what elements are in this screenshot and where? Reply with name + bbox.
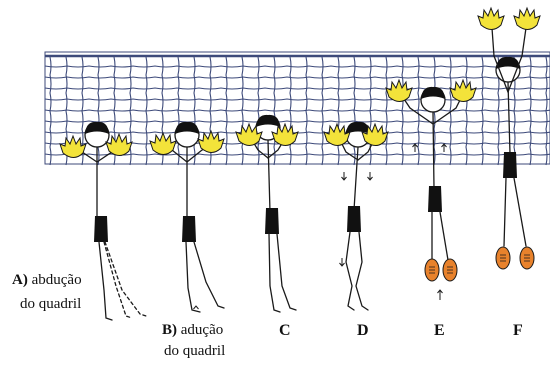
label-c: C <box>279 322 291 339</box>
player-b-shorts <box>182 216 196 242</box>
player-b-right-leg <box>194 242 224 308</box>
player-b-left-glove <box>150 133 176 155</box>
player-d-arrow-right <box>368 172 373 180</box>
player-d-arrow-leg <box>340 258 345 266</box>
player-d-left-glove <box>324 124 350 146</box>
player-c-torso <box>268 140 270 212</box>
player-d <box>324 122 388 310</box>
label-d: D <box>357 322 369 339</box>
player-d-left-leg <box>346 232 354 310</box>
label-e: E <box>434 322 445 339</box>
player-d-right-leg <box>356 232 368 310</box>
player-d-arrow-left <box>342 172 347 180</box>
player-b-left-leg <box>186 242 200 312</box>
player-f-right-glove <box>514 8 540 30</box>
player-d-shorts <box>347 206 361 232</box>
player-e-arrow-up <box>438 290 443 300</box>
player-c <box>236 115 298 312</box>
player-e <box>386 80 476 300</box>
player-a-right-leg-moved <box>105 242 146 316</box>
player-a-left-leg <box>99 242 112 320</box>
player-f-left-leg <box>504 178 506 246</box>
label-b: B) adução <box>162 322 223 339</box>
player-e-arrow-left <box>413 144 418 152</box>
label-a-line2: do quadril <box>20 296 81 313</box>
player-c-right-leg <box>277 234 296 310</box>
player-a-right-glove <box>106 134 132 156</box>
label-a: A) abdução <box>12 272 82 289</box>
player-b-right-glove <box>198 131 224 153</box>
player-e-right-glove <box>450 80 476 102</box>
label-b-letter: B <box>162 322 172 338</box>
player-a-left-glove <box>60 136 86 158</box>
label-f: F <box>513 322 523 339</box>
player-f-right-leg <box>514 178 526 246</box>
player-f-shorts <box>503 152 517 178</box>
player-e-shorts <box>428 186 442 212</box>
player-a <box>60 122 146 320</box>
label-b-caption-line1: adução <box>181 322 223 338</box>
player-e-left-glove <box>386 80 412 102</box>
label-a-letter: A <box>12 272 23 288</box>
player-a-right-leg <box>104 242 132 318</box>
player-e-right-leg <box>440 212 448 260</box>
label-b-suffix: ) <box>172 322 177 338</box>
player-b-arrow <box>194 306 199 309</box>
player-f-left-glove <box>478 8 504 30</box>
label-b-line2: do quadril <box>164 343 225 360</box>
player-c-shorts <box>265 208 279 234</box>
player-b <box>150 122 224 312</box>
label-a-caption-line1: abdução <box>32 272 82 288</box>
label-a-suffix: ) <box>23 272 28 288</box>
player-e-arrow-right <box>442 144 447 152</box>
player-a-shorts <box>94 216 108 242</box>
